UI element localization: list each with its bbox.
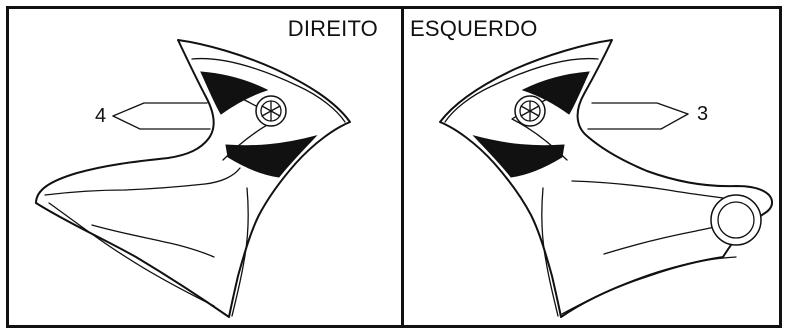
- callout-line-3-upper: [591, 102, 689, 115]
- right-fairing-black-inset: [521, 71, 590, 115]
- right-fairing-outline: [439, 39, 774, 318]
- callout-number-3: 3: [697, 103, 709, 125]
- left-fairing-black-inset: [200, 71, 269, 115]
- left-fairing-outline: [35, 39, 351, 318]
- panel-label-direito: DIREITO: [287, 16, 378, 41]
- callout-number-4: 4: [95, 105, 107, 127]
- right-fairing-bottom-curve: [561, 256, 737, 315]
- yamaha-logo-icon: [261, 100, 281, 122]
- left-fairing-right-bend: [231, 187, 249, 317]
- right-fairing-top-edge: [444, 57, 599, 123]
- left-fairing-top-edge: [191, 57, 346, 123]
- left-fairing-lower-seam: [44, 167, 241, 196]
- right-fairing-left-bend: [541, 187, 559, 317]
- panel-divider: [401, 9, 404, 325]
- left-fairing-bottom-curve: [48, 202, 215, 307]
- right-fairing-body-line: [603, 223, 728, 255]
- callout-line-4-lower: [112, 115, 211, 130]
- callout-line-3-lower: [587, 113, 689, 130]
- left-fairing-body-line: [91, 224, 215, 258]
- panel-label-esquerdo: ESQUERDO: [410, 16, 538, 41]
- left-side-fairing-illustration: [439, 39, 774, 318]
- right-side-fairing-illustration: [35, 39, 351, 318]
- rear-round-cover-inner: [717, 201, 755, 239]
- yamaha-logo-icon: [520, 100, 540, 122]
- callout-line-4-upper: [112, 102, 208, 117]
- left-fairing-black-trim: [225, 135, 318, 178]
- right-fairing-black-trim: [472, 135, 565, 178]
